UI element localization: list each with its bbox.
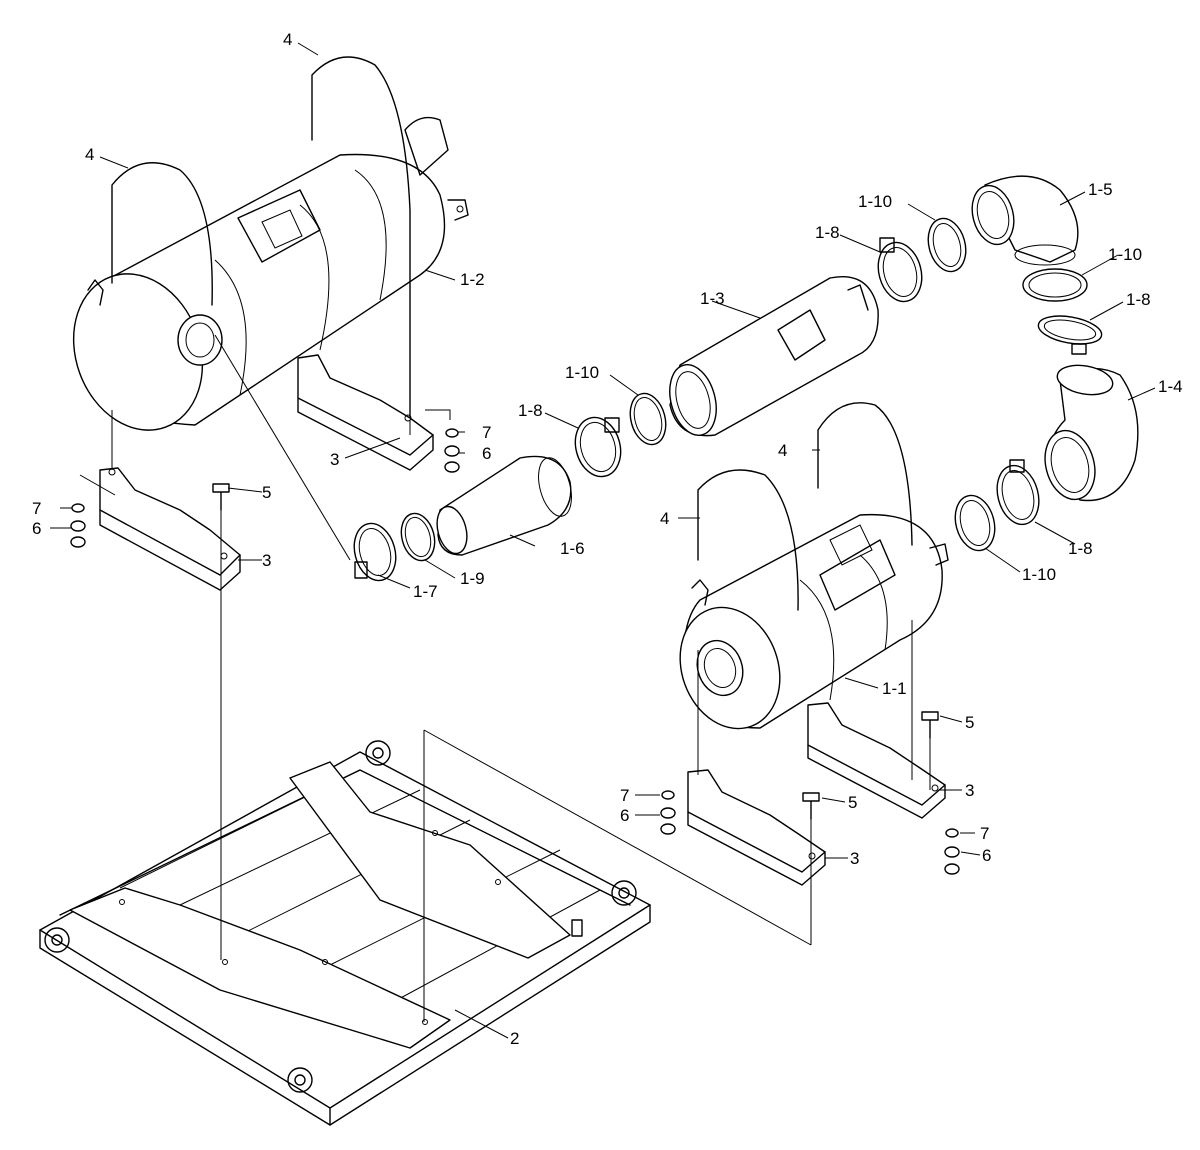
bolt-5-b [921, 711, 939, 739]
clamp-1-8-b [877, 237, 923, 303]
washer-7-a [71, 503, 85, 513]
clamp-1-8-d [996, 459, 1040, 526]
pipe-1-6 [436, 455, 572, 556]
washer-7-b [445, 428, 459, 438]
callout-1-8-d: 1-8 [1068, 539, 1093, 558]
nut-6-a [70, 520, 86, 548]
gasket-1-9 [400, 512, 436, 562]
base-frame [39, 740, 651, 1126]
elbow-1-4 [1044, 364, 1139, 502]
callout-3-a: 3 [330, 450, 339, 469]
callout-1-10-c: 1-10 [1108, 245, 1142, 264]
callout-6-a: 6 [482, 444, 491, 463]
bracket-3-left-upper [297, 354, 434, 471]
bracket-3-right-lower [687, 769, 826, 886]
nut-6-b [444, 445, 460, 473]
callout-1-5: 1-5 [1088, 180, 1113, 199]
u-bolt-4-b [311, 56, 411, 421]
u-bolt-4-a [111, 162, 213, 306]
u-bolt-4-d [697, 469, 799, 611]
callout-1-10-b: 1-10 [858, 192, 892, 211]
callout-1-1: 1-1 [882, 679, 907, 698]
gasket-1-10-b [927, 217, 967, 273]
nut-6-d [944, 846, 960, 875]
gasket-1-10-c [1022, 268, 1088, 302]
bolt-5-a [212, 483, 230, 511]
clamp-1-7 [353, 522, 397, 582]
callout-6-c: 6 [620, 806, 629, 825]
callout-1-9: 1-9 [460, 569, 485, 588]
callout-4-a: 4 [85, 145, 94, 164]
pipe-1-3 [669, 276, 879, 437]
callout-7-c: 7 [620, 786, 629, 805]
callout-4-d: 4 [660, 509, 669, 528]
callout-5-a: 5 [262, 483, 271, 502]
callout-labels: 4 4 1-2 3 7 6 7 6 5 3 1-7 1-9 1-6 1-8 1-… [32, 30, 1183, 1048]
callout-2: 2 [510, 1029, 519, 1048]
gasket-1-10-d [954, 494, 996, 552]
washer-7-d [945, 828, 959, 838]
bracket-3-right-upper [807, 702, 946, 819]
elbow-1-5 [971, 175, 1079, 266]
callout-1-2: 1-2 [460, 270, 485, 289]
callout-4-b: 4 [283, 30, 292, 49]
nut-6-c [660, 807, 676, 835]
callout-7-d: 7 [980, 824, 989, 843]
muffler-1-2 [72, 116, 469, 431]
washer-7-c [661, 790, 675, 800]
callout-3-c: 3 [965, 781, 974, 800]
callout-1-10-d: 1-10 [1022, 565, 1056, 584]
callout-3-d: 3 [850, 849, 859, 868]
callout-7-a: 7 [482, 423, 491, 442]
leader-lines [50, 42, 1156, 1039]
bracket-3-left-lower [99, 467, 241, 591]
u-bolt-4-c [817, 402, 913, 546]
callout-1-7: 1-7 [413, 582, 438, 601]
callout-1-8-a: 1-8 [518, 401, 543, 420]
callout-1-8-c: 1-8 [1126, 290, 1151, 309]
callout-3-b: 3 [262, 551, 271, 570]
callout-5-b: 5 [965, 713, 974, 732]
callout-6-b: 6 [32, 519, 41, 538]
callout-4-c: 4 [778, 441, 787, 460]
gasket-1-10-a [629, 392, 667, 446]
bolt-5-c [802, 792, 820, 820]
callout-1-6: 1-6 [560, 539, 585, 558]
muffler-1-1 [679, 513, 949, 730]
callout-6-d: 6 [982, 846, 991, 865]
callout-1-8-b: 1-8 [815, 223, 840, 242]
callout-1-3: 1-3 [700, 289, 725, 308]
assembly-lines [79, 334, 931, 1022]
callout-1-4: 1-4 [1158, 377, 1183, 396]
callout-7-b: 7 [32, 499, 41, 518]
clamp-1-8-c [1037, 315, 1103, 355]
callout-5-c: 5 [848, 793, 857, 812]
callout-1-10-a: 1-10 [565, 363, 599, 382]
clamp-1-8-a [574, 416, 622, 478]
